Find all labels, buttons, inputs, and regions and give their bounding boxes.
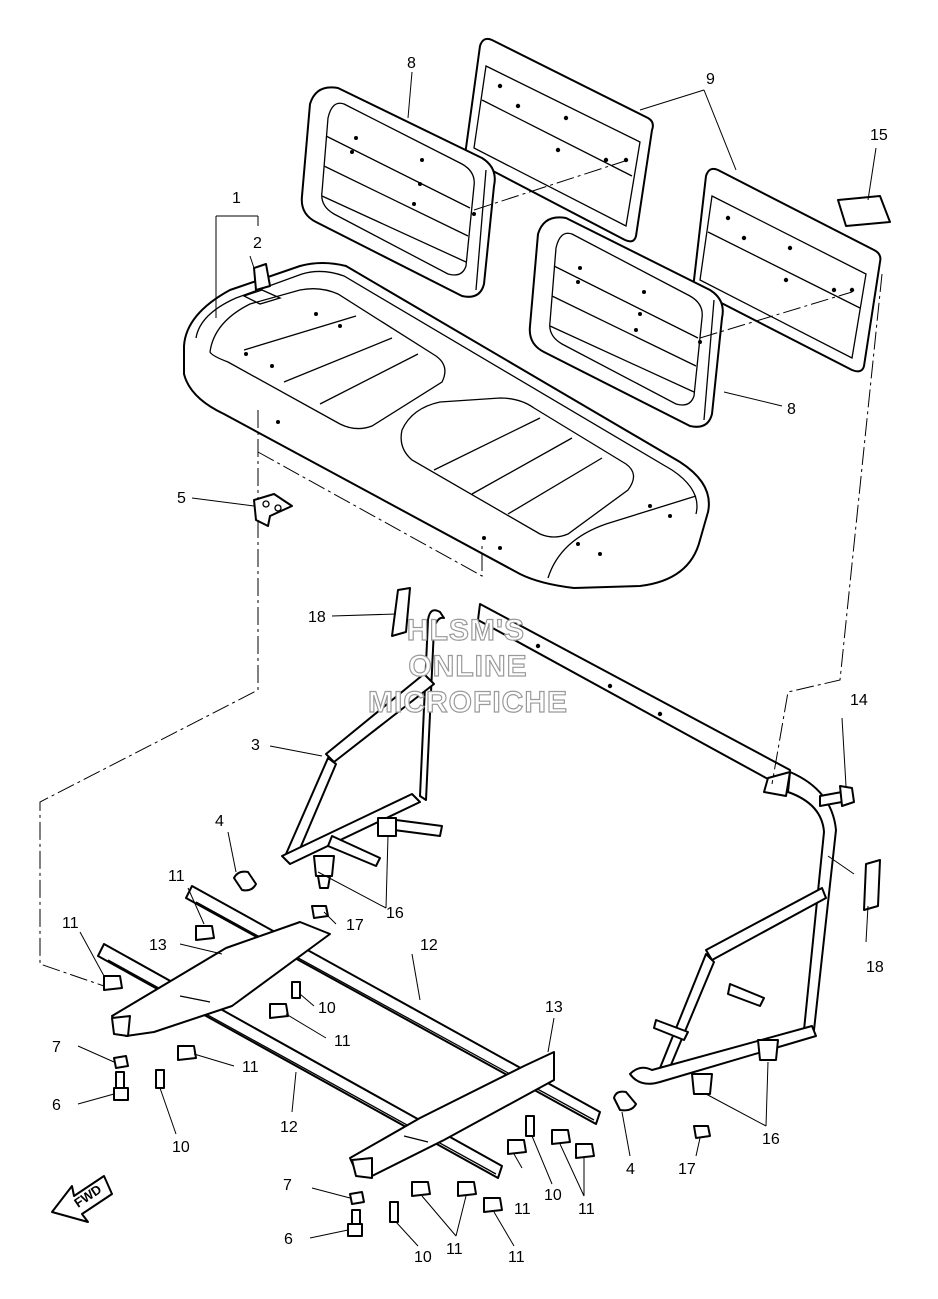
bolt-6-set xyxy=(113,1071,363,1237)
nut-11-set xyxy=(103,925,595,1213)
callout-13-right: 13 xyxy=(545,999,563,1016)
label-sticker-15 xyxy=(837,195,891,227)
callout-13-left: 13 xyxy=(149,937,167,954)
callout-3: 3 xyxy=(251,737,260,754)
bushing-16-group-right xyxy=(691,1039,779,1095)
callout-7-left: 7 xyxy=(52,1039,61,1056)
support-rail-12-front xyxy=(97,943,503,1179)
callout-15: 15 xyxy=(870,127,888,144)
watermark-line-3: MICROFICHE xyxy=(368,686,568,719)
callout-11-f: 11 xyxy=(578,1201,595,1218)
washer-7-set xyxy=(113,1055,365,1205)
fwd-arrow-icon: FWD xyxy=(51,1175,113,1223)
callout-6-left: 6 xyxy=(52,1097,61,1114)
callout-10-d: 10 xyxy=(414,1249,432,1266)
watermark-line-2: ONLINE xyxy=(408,650,527,683)
callout-4-left: 4 xyxy=(215,813,224,830)
callout-18-right: 18 xyxy=(866,959,884,976)
callout-1: 1 xyxy=(232,190,241,207)
watermark-line-1: HLSM'S xyxy=(407,614,525,647)
washer-17-left xyxy=(311,905,329,919)
bolt-10-set xyxy=(155,981,535,1223)
callout-18-top: 18 xyxy=(308,609,326,626)
callout-16-left: 16 xyxy=(386,905,404,922)
bolt-14 xyxy=(819,785,855,807)
callout-11-a: 11 xyxy=(168,868,185,885)
seat-bracket-5 xyxy=(253,493,293,527)
callout-11-b: 11 xyxy=(62,915,79,932)
label-sticker-2 xyxy=(242,263,282,305)
callout-7-right: 7 xyxy=(283,1177,292,1194)
callout-5: 5 xyxy=(177,490,186,507)
support-plate-13-left xyxy=(111,921,331,1037)
callout-11-h: 11 xyxy=(508,1249,525,1266)
seat-frame xyxy=(281,603,837,1085)
callout-14: 14 xyxy=(850,692,868,709)
watermark: HLSM'S ONLINE MICROFICHE xyxy=(367,613,568,719)
bushing-16-group-left xyxy=(313,817,397,889)
callout-9: 9 xyxy=(706,71,715,88)
callout-4-right: 4 xyxy=(626,1161,635,1178)
leader-lines xyxy=(39,71,883,1247)
cap-4-right xyxy=(613,1090,637,1112)
washer-17-right xyxy=(693,1125,711,1139)
callout-numbers: 1 2 3 4 4 5 6 6 7 7 8 8 9 10 10 10 10 11… xyxy=(52,55,888,1266)
backrest-panel-upper xyxy=(464,37,654,243)
callout-11-g: 11 xyxy=(446,1241,463,1258)
callout-17-left: 17 xyxy=(346,917,364,934)
callout-6-right: 6 xyxy=(284,1231,293,1248)
support-plate-13-right xyxy=(349,1051,555,1179)
label-sticker-18-upper xyxy=(391,587,411,637)
backrest-panel-right xyxy=(692,167,882,373)
cap-4-left xyxy=(233,870,257,892)
seat-cushion xyxy=(183,262,710,589)
callout-10-c: 10 xyxy=(544,1187,562,1204)
callout-11-e: 11 xyxy=(514,1201,531,1218)
callout-10-a: 10 xyxy=(318,1000,336,1017)
callout-2: 2 xyxy=(253,235,262,252)
backrest-cushion-right xyxy=(528,216,724,428)
callout-16-right: 16 xyxy=(762,1131,780,1148)
callout-10-b: 10 xyxy=(172,1139,190,1156)
callout-11-d: 11 xyxy=(242,1059,259,1076)
callout-12-top: 12 xyxy=(420,937,438,954)
callout-8-right: 8 xyxy=(787,401,796,418)
callout-12-bottom: 12 xyxy=(280,1119,298,1136)
callout-11-c: 11 xyxy=(334,1033,351,1050)
callout-17-right: 17 xyxy=(678,1161,696,1178)
backrest-cushion-left xyxy=(300,86,496,298)
callout-8-top: 8 xyxy=(407,55,416,72)
label-sticker-18-right xyxy=(863,859,881,911)
